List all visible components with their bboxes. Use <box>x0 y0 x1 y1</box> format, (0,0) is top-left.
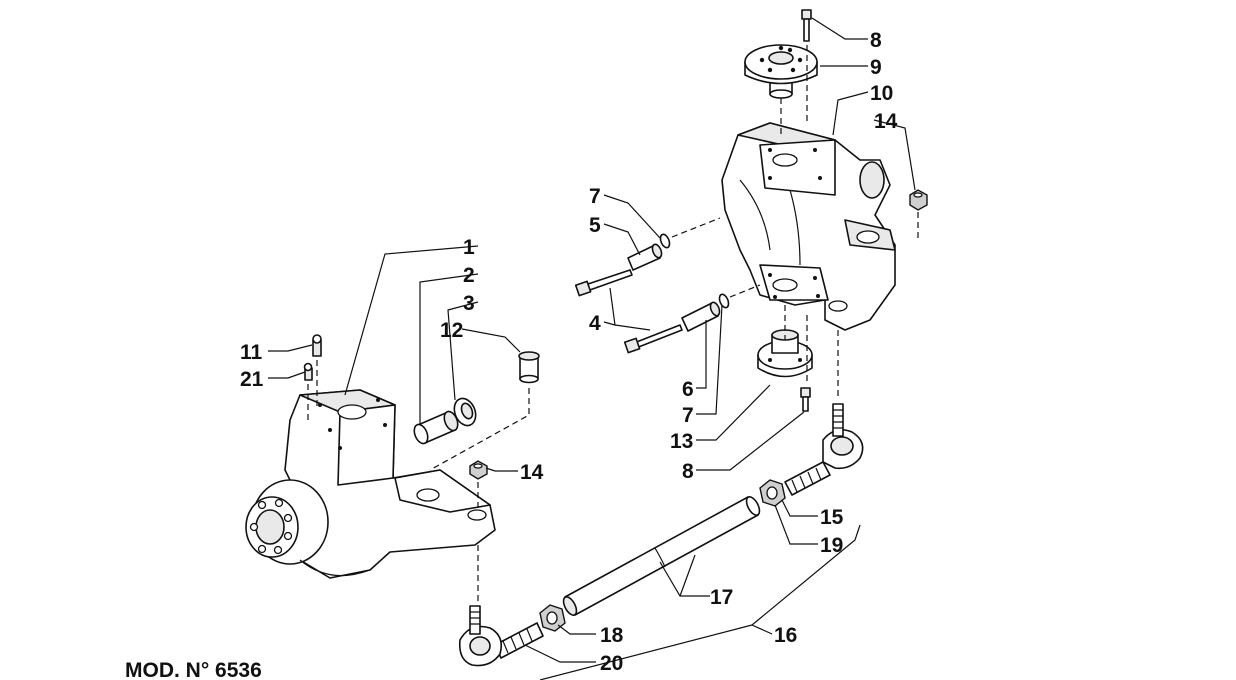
callout-8-upper: 8 <box>870 29 882 52</box>
grease-nipple-11 <box>312 334 322 357</box>
callout-20: 20 <box>600 652 623 675</box>
nut-18 <box>539 604 566 632</box>
callout-13: 13 <box>670 430 693 453</box>
tie-rod-end-left <box>458 605 544 667</box>
bushing-12 <box>518 351 540 384</box>
callout-15: 15 <box>820 506 844 529</box>
callout-8-lower: 8 <box>682 460 694 483</box>
callout-4: 4 <box>589 312 601 335</box>
sleeve-6 <box>681 301 721 332</box>
nut-14-right <box>909 189 928 211</box>
screw-8-bottom <box>800 387 811 412</box>
callout-9: 9 <box>870 56 882 79</box>
king-pin-cap-9 <box>744 44 818 99</box>
callout-7-upper: 7 <box>589 185 601 208</box>
screw-8-top <box>801 9 812 42</box>
callout-5: 5 <box>589 214 601 237</box>
callout-11: 11 <box>240 341 263 364</box>
model-number-label: MOD. N° 6536 <box>125 659 262 680</box>
bolt-4-lower <box>623 324 683 354</box>
callout-2: 2 <box>463 264 475 287</box>
callout-16: 16 <box>774 624 797 647</box>
callout-21: 21 <box>240 368 264 391</box>
washer-7-lower <box>718 293 730 309</box>
seal-ring-3 <box>453 397 477 427</box>
callout-12: 12 <box>440 319 463 342</box>
tube-17 <box>562 496 761 616</box>
callout-17: 17 <box>710 586 733 609</box>
callout-14-left: 14 <box>520 461 544 484</box>
washer-7-upper <box>659 233 671 249</box>
callout-19: 19 <box>820 534 843 557</box>
bushing-2 <box>413 410 459 445</box>
callout-18: 18 <box>600 624 624 647</box>
grease-nipple-21 <box>303 362 313 381</box>
bolt-4-upper <box>574 269 633 297</box>
sleeve-5 <box>627 243 663 271</box>
callout-1: 1 <box>463 236 475 259</box>
tie-rod-end-right <box>784 403 864 496</box>
callout-3: 3 <box>463 292 475 315</box>
left-steering-knuckle <box>245 389 496 579</box>
right-steering-knuckle <box>721 122 896 331</box>
callout-6: 6 <box>682 378 694 401</box>
callout-7-lower: 7 <box>682 404 694 427</box>
callout-10: 10 <box>870 82 893 105</box>
lower-pin-13 <box>757 329 813 378</box>
nut-14-left <box>469 460 488 480</box>
nut-19 <box>759 479 786 507</box>
callout-14-right: 14 <box>874 110 898 133</box>
